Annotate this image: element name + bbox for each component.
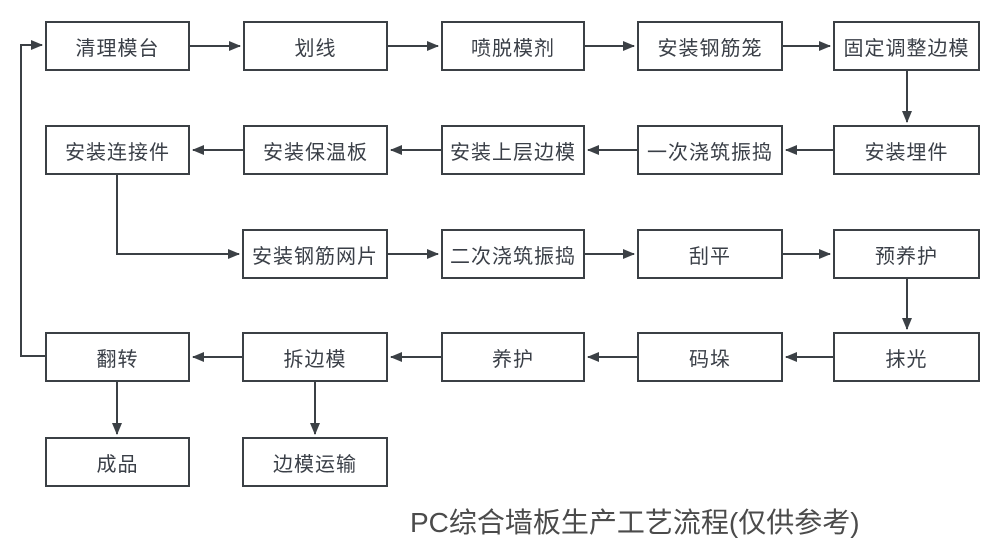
node-label: 安装上层边模	[450, 141, 576, 164]
node-label: 划线	[294, 37, 337, 60]
node-label: 固定调整边模	[843, 37, 970, 60]
node-label: 安装保温板	[263, 141, 368, 164]
node-label: 成品	[96, 453, 139, 476]
node-label: 翻转	[96, 348, 139, 371]
node-finished-product: 成品	[45, 437, 190, 487]
node-label: 养护	[492, 348, 534, 371]
node-label: 预养护	[875, 245, 938, 268]
node-clean-mold-table: 清理模台	[45, 21, 190, 71]
node-label: 清理模台	[75, 37, 160, 60]
edge-flip-back-to-clean	[20, 40, 45, 357]
node-install-connectors: 安装连接件	[45, 125, 190, 175]
node-label: 安装钢筋笼	[657, 37, 763, 60]
node-install-rebar-cage: 安装钢筋笼	[637, 21, 783, 71]
node-scraping: 刮平	[637, 229, 783, 279]
node-label: 二次浇筑振捣	[450, 245, 576, 268]
node-spray-release-agent: 喷脱模剂	[441, 21, 585, 71]
node-stacking: 码垛	[637, 332, 783, 382]
node-install-upper-side-mold: 安装上层边模	[441, 125, 585, 175]
node-marking: 划线	[243, 21, 388, 71]
node-second-pour-vibrate: 二次浇筑振捣	[441, 229, 585, 279]
node-label: 刮平	[689, 245, 731, 268]
node-install-rebar-mesh: 安装钢筋网片	[242, 229, 388, 279]
node-curing: 养护	[441, 332, 585, 382]
node-first-pour-vibrate: 一次浇筑振捣	[637, 125, 783, 175]
node-troweling: 抹光	[833, 332, 980, 382]
node-label: 抹光	[885, 348, 928, 371]
node-label: 边模运输	[273, 453, 357, 476]
node-label: 安装连接件	[65, 141, 170, 164]
diagram-title: PC综合墙板生产工艺流程(仅供参考)	[410, 507, 860, 538]
node-side-mold-transport: 边模运输	[242, 437, 388, 487]
node-label: 拆边模	[283, 348, 347, 371]
node-fix-adjust-side-mold: 固定调整边模	[833, 21, 980, 71]
node-remove-side-mold: 拆边模	[242, 332, 388, 382]
node-label: 安装埋件	[864, 141, 949, 164]
node-flip: 翻转	[45, 332, 190, 382]
node-label: 安装钢筋网片	[252, 245, 378, 268]
node-pre-curing: 预养护	[833, 229, 980, 279]
edge-connectors-to-rebar-mesh	[116, 175, 240, 259]
node-install-embedded-parts: 安装埋件	[833, 125, 980, 175]
node-label: 喷脱模剂	[471, 37, 555, 60]
node-label: 码垛	[689, 348, 731, 371]
node-install-insulation-board: 安装保温板	[243, 125, 388, 175]
node-label: 一次浇筑振捣	[647, 141, 773, 164]
